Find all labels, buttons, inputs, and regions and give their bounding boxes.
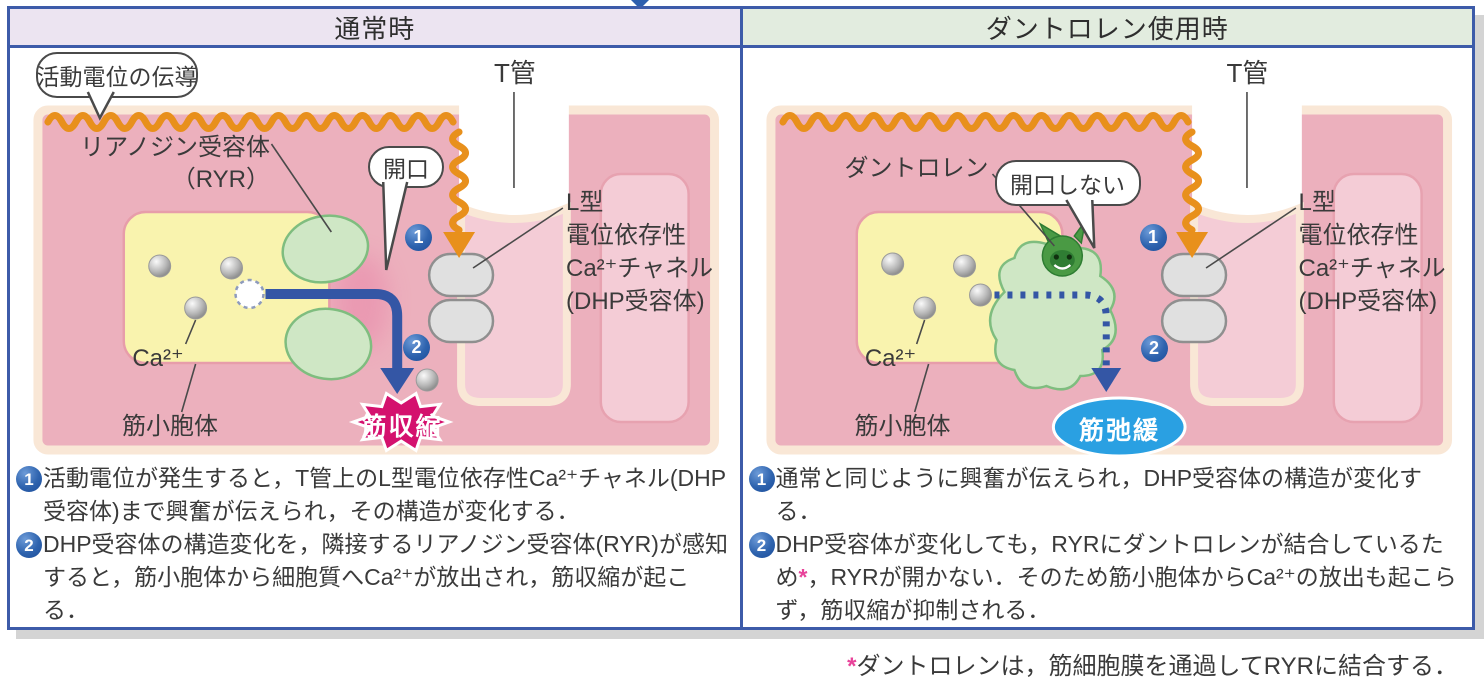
footnote-text: ダントロレンは，筋細胞膜を通過してRYRに結合する． <box>856 653 1458 680</box>
header-dantrolene: ダントロレン使用時 <box>742 9 1472 48</box>
calcium-label: Ca²⁺ <box>132 345 184 372</box>
calcium-release-arrow <box>265 289 403 368</box>
caption-item-2: 2 DHP受容体の構造変化を，隣接するリアノジン受容体(RYR)が感知すると，筋… <box>16 528 732 627</box>
step-1-badge: 1 <box>1139 224 1167 251</box>
action-potential-bubble-label: 活動電位の伝導 <box>36 64 198 90</box>
caption-dantrolene: 1 通常と同じように興奮が伝えられ，DHP受容体の構造が変化する． 2 DHP受… <box>742 456 1472 627</box>
opening-bubble-label: 開口 <box>383 156 429 182</box>
released-calcium-spot <box>234 278 265 310</box>
step-2-badge: 2 <box>403 334 430 361</box>
caption-2-text: DHP受容体が変化しても，RYRにダントロレンが結合しているため*，RYRが開か… <box>776 528 1465 627</box>
opening-bubble: 開口 <box>368 146 444 188</box>
calcium-label: Ca²⁺ <box>864 345 917 372</box>
caption-item-1: 1 通常と同じように興奮が伝えられ，DHP受容体の構造が変化する． <box>748 462 1465 528</box>
no-opening-bubble-label: 開口しない <box>1010 172 1125 198</box>
l-type-channel-label: L型 電位依存性 Ca²⁺チャネル (DHP受容体) <box>1298 189 1446 315</box>
ryr-label: リアノジン受容体 （RYR） <box>80 134 270 193</box>
header-normal: 通常時 <box>10 9 740 48</box>
caption-1-badge: 1 <box>748 466 775 492</box>
caption-2-text: DHP受容体の構造変化を，隣接するリアノジン受容体(RYR)が感知すると，筋小胞… <box>43 531 728 623</box>
t-tubule-label: T管 <box>494 58 536 88</box>
panel-normal: 通常時 <box>10 9 743 627</box>
caption-1-text: 活動電位が発生すると，T管上のL型電位依存性Ca²⁺チャネル(DHP受容体)まで… <box>43 465 727 524</box>
calcium-ions <box>148 254 439 392</box>
sr-label: 筋小胞体 <box>854 413 951 440</box>
step-1-badge: 1 <box>405 224 432 251</box>
footnote-asterisk: * <box>847 653 857 680</box>
comparison-table: 通常時 <box>7 6 1475 630</box>
action-potential-arrowhead <box>1175 232 1208 258</box>
action-potential-arrowhead <box>443 232 476 258</box>
muscle-relaxation-ellipse <box>1051 396 1187 456</box>
caption-normal: 1 活動電位が発生すると，T管上のL型電位依存性Ca²⁺チャネル(DHP受容体)… <box>10 456 740 627</box>
step-2-badge: 2 <box>1140 335 1168 362</box>
caption-item-1: 1 活動電位が発生すると，T管上のL型電位依存性Ca²⁺チャネル(DHP受容体)… <box>16 462 732 528</box>
l-type-channel-label: L型 電位依存性 Ca²⁺チャネル (DHP受容体) <box>566 189 714 315</box>
ryanodine-receptor-closed <box>988 236 1117 391</box>
panel-dantrolene: ダントロレン使用時 <box>742 9 1472 627</box>
action-potential-bubble: 活動電位の伝導 <box>36 52 198 98</box>
muscle-contraction-burst <box>348 391 454 453</box>
header-normal-label: 通常時 <box>334 13 416 44</box>
contraction-label: 筋収縮 <box>361 413 443 441</box>
diagram-normal-drawing <box>33 92 720 455</box>
diagram-normal: 活動電位の伝導 T管 リアノジン受容体 （RYR） 開口 L型 電位依存性 Ca… <box>10 48 740 456</box>
ryanodine-receptor-open <box>281 214 373 381</box>
action-potential-wave-icon <box>778 112 1202 234</box>
caption-2-asterisk: * <box>798 564 808 590</box>
clipped-down-arrow-icon <box>631 0 649 9</box>
blocked-release-arrowhead <box>1090 368 1121 392</box>
caption-2-badge: 2 <box>748 532 775 558</box>
caption-2-text-before: DHP受容体が変化しても，RYRにダントロレンが結合しているため <box>775 531 1444 590</box>
diagram-dantrolene: ダントロレン 開口しない T管 L型 電位依存性 Ca²⁺チャネル (DHP受容… <box>742 48 1472 456</box>
t-tubule-label: T管 <box>1226 58 1269 88</box>
header-dantrolene-label: ダントロレン使用時 <box>985 13 1229 44</box>
t-tubule-inner-region <box>599 172 690 424</box>
relaxation-label: 筋弛緩 <box>1078 417 1160 445</box>
t-tubule-inner-region <box>1332 172 1423 424</box>
sr-label: 筋小胞体 <box>122 413 218 440</box>
action-potential-wave-icon <box>44 112 469 234</box>
caption-1-text: 通常と同じように興奮が伝えられ，DHP受容体の構造が変化する． <box>775 465 1423 524</box>
no-opening-bubble: 開口しない <box>994 160 1141 206</box>
blocked-release-dotted-arrow <box>993 291 1110 366</box>
calcium-release-arrowhead <box>380 368 415 394</box>
t-tubule-lumen <box>1189 201 1304 406</box>
leader-lines <box>180 92 564 413</box>
diagram-dantrolene-drawing <box>765 92 1452 456</box>
caption-1-badge: 1 <box>16 466 42 492</box>
caption-2-badge: 2 <box>16 532 42 558</box>
sarcoplasmic-reticulum <box>122 210 331 365</box>
t-tubule-lumen <box>457 201 571 406</box>
dantrolene-label: ダントロレン <box>844 155 989 182</box>
caption-item-2: 2 DHP受容体が変化しても，RYRにダントロレンが結合しているため*，RYRが… <box>748 528 1465 627</box>
calcium-ions <box>880 252 992 320</box>
caption-2-text-after: ，RYRが開かない．そのため筋小胞体からCa²⁺の放出も起こらず，筋収縮が抑制さ… <box>775 564 1457 623</box>
footnote: *ダントロレンは，筋細胞膜を通過してRYRに結合する． <box>847 646 1458 681</box>
